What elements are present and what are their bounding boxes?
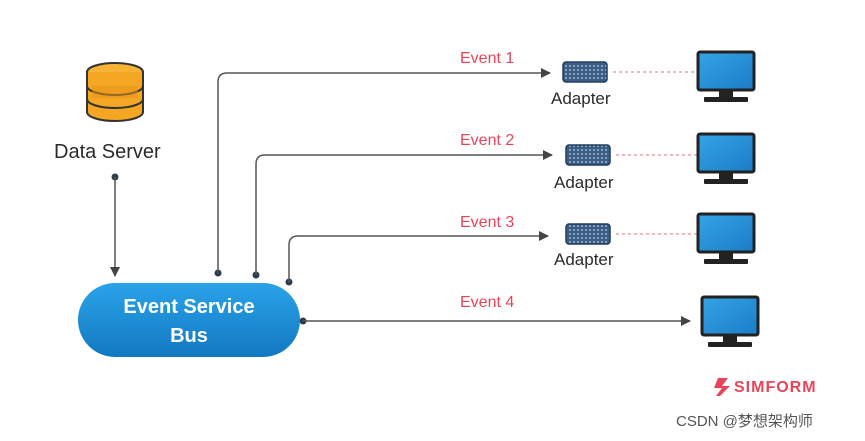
event-1-label: Event 1 [460,50,515,67]
event-3-label: Event 3 [460,214,515,231]
data-server-label: Data Server [54,141,161,163]
server-to-bus-connector [110,173,120,277]
monitor-4-icon [700,295,760,347]
event-2-connector [252,150,553,279]
database-icon [86,62,144,122]
event-4-label: Event 4 [460,294,515,311]
bus-label-line1: Event Service [123,296,255,318]
adapter-1-icon [562,61,608,83]
event-4-connector [299,316,691,326]
monitor-2-icon [696,132,756,184]
simform-logo-icon [714,378,730,396]
brand-name: SIMFORM [734,379,817,396]
event-service-bus [78,283,300,357]
adapter-3-icon [565,223,611,245]
monitor-3-icon [696,212,756,264]
adapter-1-label: Adapter [551,89,611,108]
watermark: CSDN @梦想架构师 [676,413,813,430]
event-1-connector [214,68,551,277]
adapter-2-label: Adapter [554,173,614,192]
monitor-1-icon [696,50,756,102]
event-3-connector [285,231,549,286]
adapter-3-label: Adapter [554,250,614,269]
event-2-label: Event 2 [460,132,515,149]
adapter-2-icon [565,144,611,166]
bus-label-line2: Bus [170,325,208,347]
